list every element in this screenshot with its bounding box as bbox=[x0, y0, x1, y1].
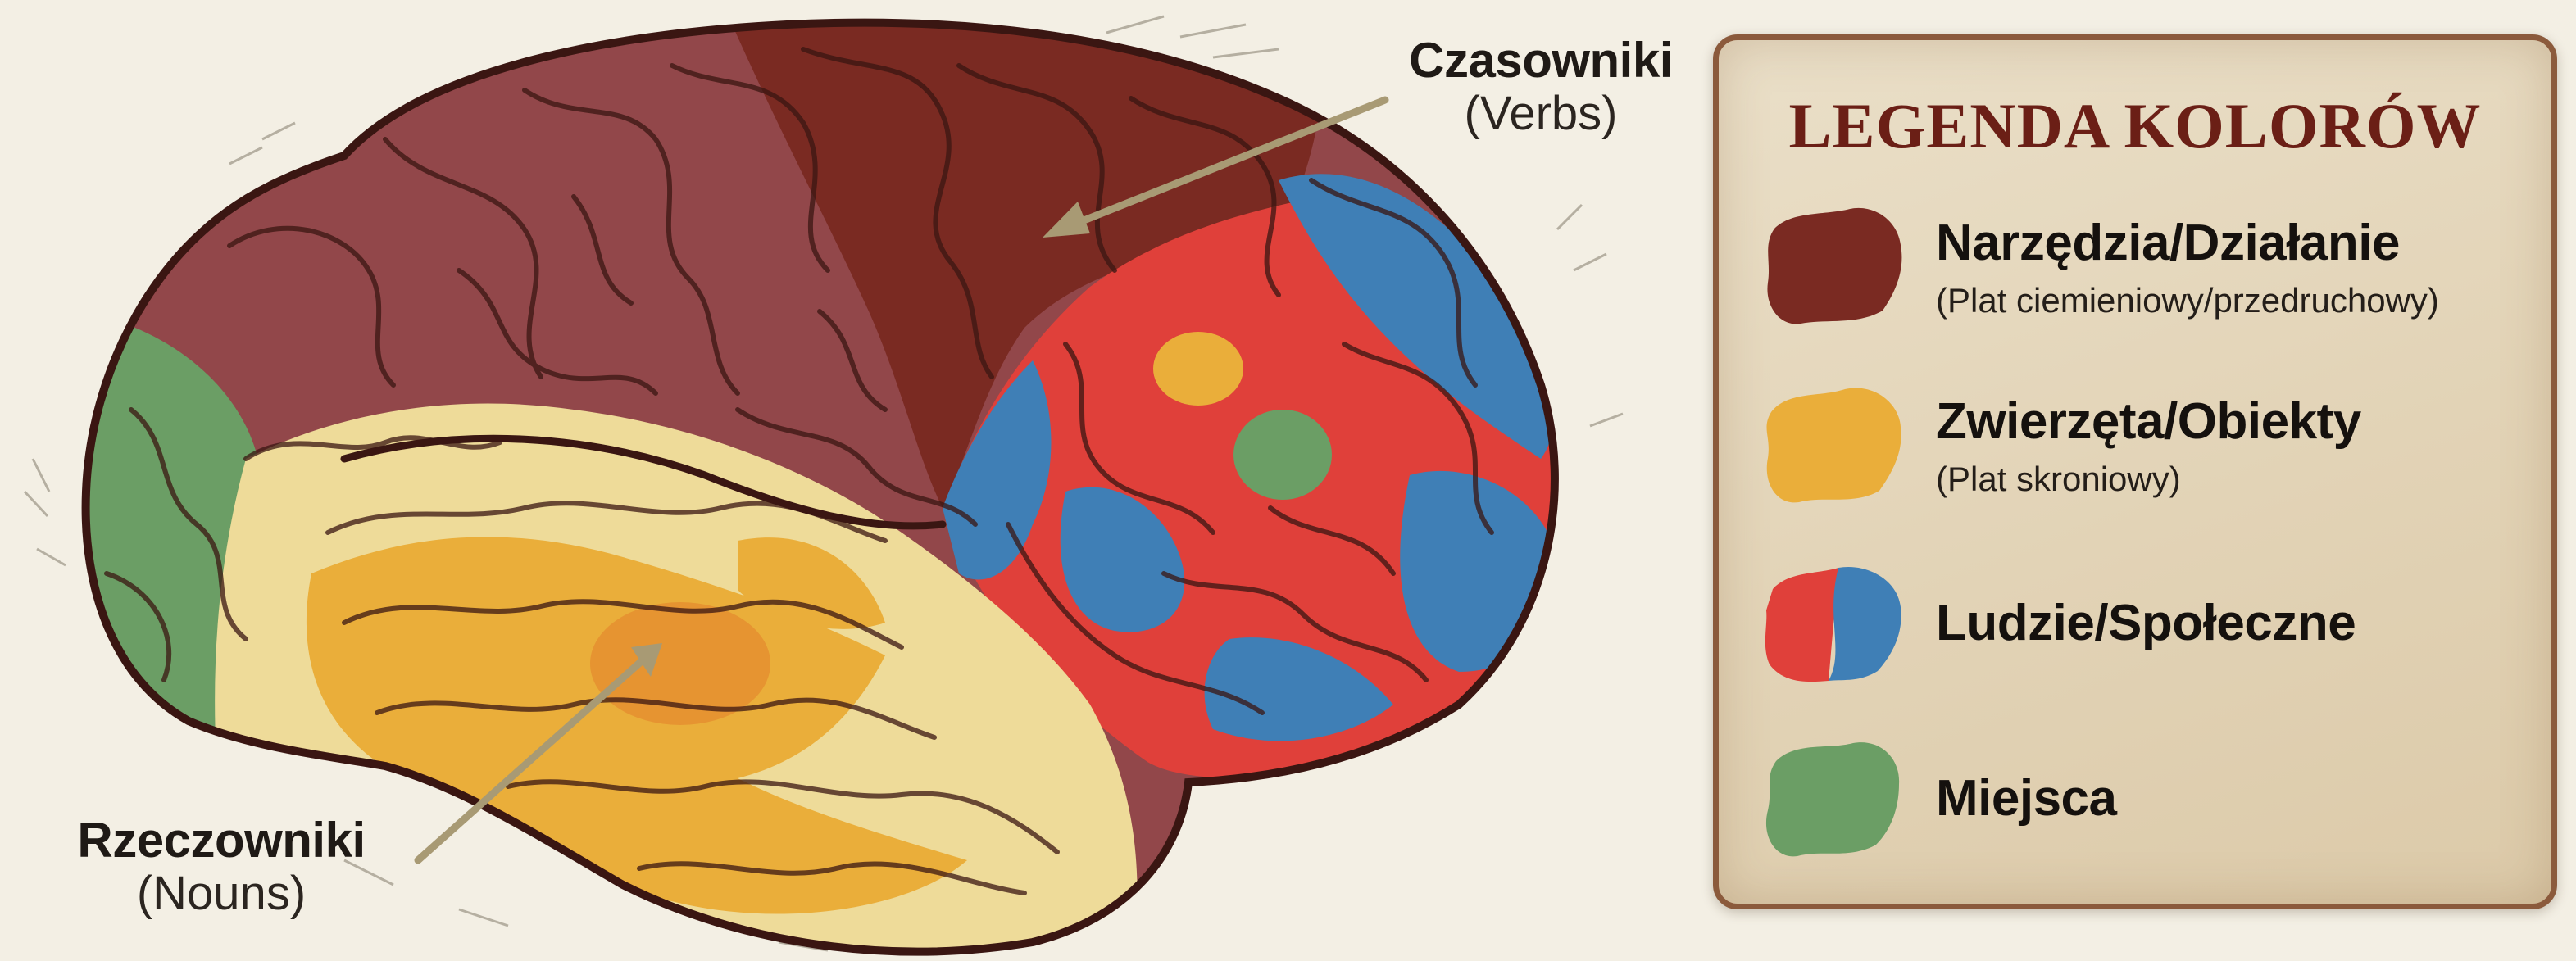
legend-label: Miejsca bbox=[1936, 769, 2117, 827]
legend-label: Narzędzia/Działanie bbox=[1936, 214, 2400, 272]
legend-label: Ludzie/Społeczne bbox=[1936, 594, 2356, 652]
places-swatch bbox=[1760, 737, 1907, 859]
people-social-swatch bbox=[1760, 561, 1907, 684]
nouns-label: Rzeczowniki bbox=[49, 813, 393, 868]
places-patch bbox=[1233, 410, 1332, 500]
legend-sublabel: (Plat skroniowy) bbox=[1936, 460, 2181, 499]
verbs-callout: Czasowniki (Verbs) bbox=[1361, 33, 1721, 141]
verbs-translation: (Verbs) bbox=[1361, 88, 1721, 141]
animals-objects-swatch bbox=[1760, 383, 1907, 505]
nouns-translation: (Nouns) bbox=[49, 868, 393, 921]
legend-label: Zwierzęta/Obiekty bbox=[1936, 392, 2361, 451]
legend-sublabel: (Plat ciemieniowy/przedruchowy) bbox=[1936, 281, 2439, 320]
nouns-callout: Rzeczowniki (Nouns) bbox=[49, 813, 393, 921]
objects-patch bbox=[1153, 332, 1243, 406]
legend-title: LEGENDA KOLORÓW bbox=[1719, 89, 2551, 163]
verbs-label: Czasowniki bbox=[1361, 33, 1721, 88]
color-legend: LEGENDA KOLORÓW Narzędzia/Działanie (Pla… bbox=[1713, 34, 2557, 909]
tools-action-swatch bbox=[1760, 204, 1907, 327]
